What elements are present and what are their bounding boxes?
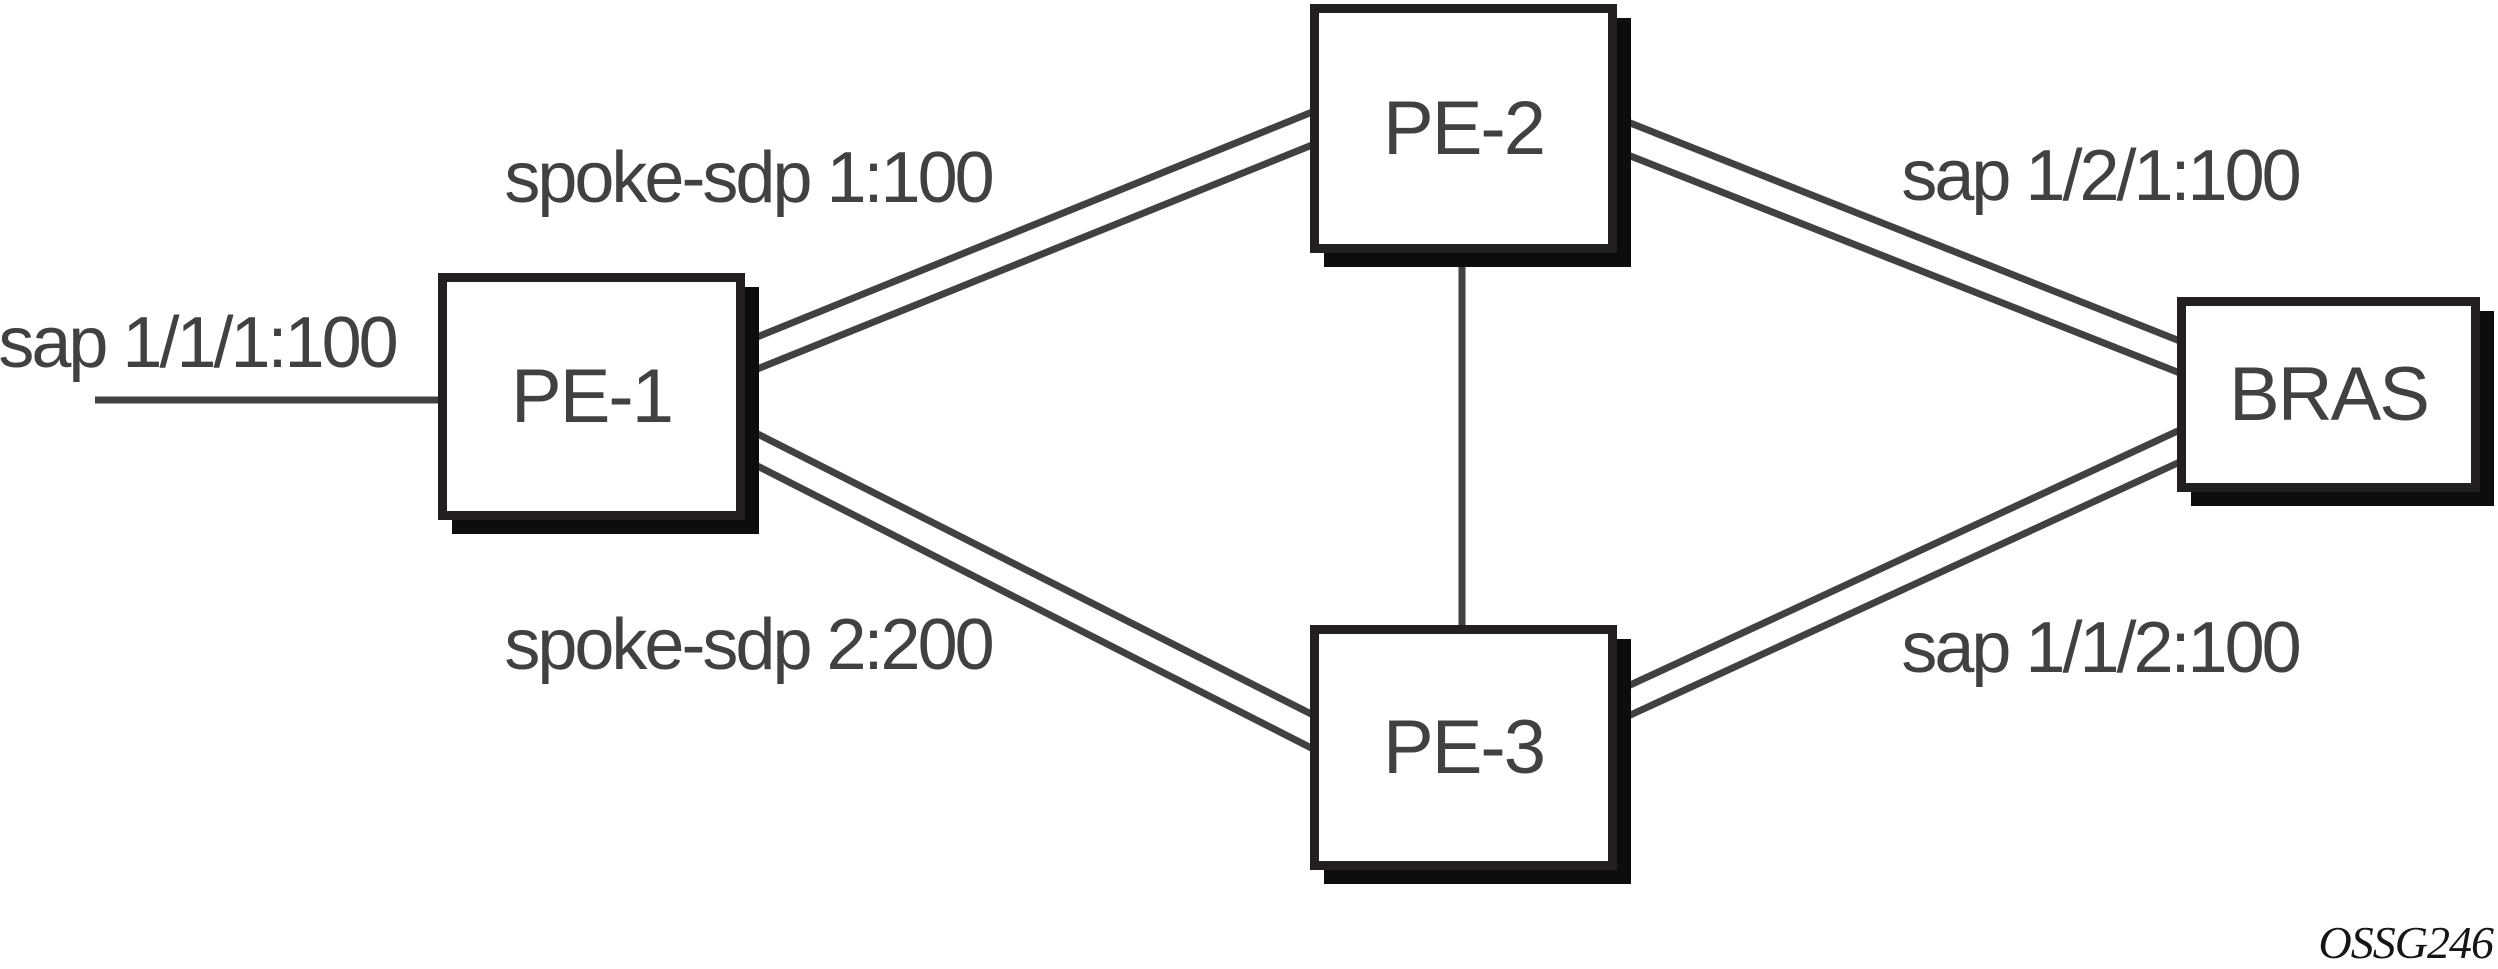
pe1-pe2-link [728, 135, 1329, 384]
pe2-bras-link [1598, 140, 2197, 383]
node-pe-1: PE-1 [438, 273, 745, 520]
pe3-bras-link [1598, 451, 2197, 733]
edge-label-sap-1-1-1-100: sap 1/1/1:100 [0, 303, 399, 383]
edge-label-sap-1-2-1-100: sap 1/2/1:100 [1901, 136, 2301, 216]
edge-label-sap-1-1-2-100: sap 1/1/2:100 [1901, 608, 2301, 688]
edge-label-spoke-sdp-1-100: spoke-sdp 1:100 [504, 138, 994, 218]
node-pe-3: PE-3 [1310, 625, 1617, 870]
node-label-pe-2: PE-2 [1383, 86, 1546, 171]
node-label-pe-1: PE-1 [511, 354, 674, 439]
pe2-bras-link [1598, 107, 2197, 351]
figure-watermark: OSSG246 [2318, 917, 2494, 968]
pe1-pe2-link [728, 102, 1329, 352]
node-label-bras: BRAS [2229, 352, 2430, 437]
node-bras: BRAS [2177, 297, 2480, 492]
pe1-pe3-link [728, 448, 1329, 760]
edge-label-spoke-sdp-2-200: spoke-sdp 2:200 [504, 605, 994, 685]
node-pe-2: PE-2 [1310, 4, 1617, 253]
pe3-bras-link [1598, 419, 2197, 703]
node-label-pe-3: PE-3 [1383, 705, 1546, 790]
pe1-pe3-link [728, 416, 1329, 726]
